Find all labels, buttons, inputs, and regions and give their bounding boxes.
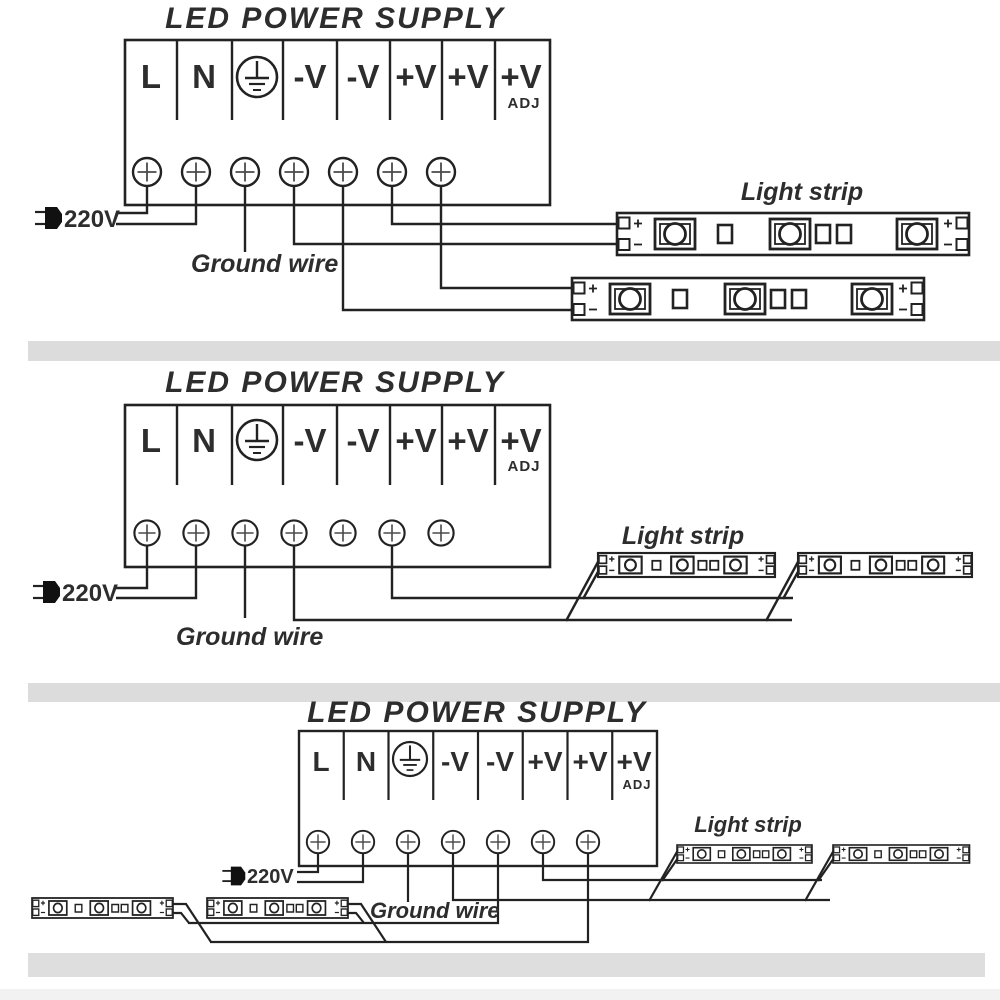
psu-terminal-box	[123, 38, 552, 207]
psu-terminal-box	[123, 403, 552, 569]
light-strip-label: Light strip	[622, 522, 744, 550]
terminal-label-adj: ADJ	[507, 458, 540, 475]
terminal-label-negv: -V	[294, 58, 327, 95]
terminal-label-posv: +V	[395, 422, 436, 459]
terminal-label-l: L	[141, 422, 161, 459]
terminal-label-posv: +V	[447, 58, 488, 95]
screw-terminals	[131, 156, 457, 188]
wires	[116, 186, 619, 312]
psu-section-2: LED POWER SUPPLY L N -V -V +V +V +V ADJ	[31, 366, 974, 651]
terminal-label-n: N	[192, 58, 216, 95]
terminal-label-posv-adj: +V	[616, 746, 651, 777]
voltage-label: 220V	[247, 866, 294, 888]
terminal-labels: L N -V -V +V +V +V ADJ	[141, 58, 542, 112]
ground-symbol-icon	[235, 418, 279, 462]
terminal-label-posv: +V	[572, 746, 607, 777]
light-strip	[832, 844, 971, 864]
psu-section-1: LED POWER SUPPLY L N -V -V +V +V +V ADJ	[33, 2, 971, 322]
separator-bar	[28, 683, 1000, 702]
psu-section-3: LED POWER SUPPLY L N -V -V +V +V +V ADJ	[31, 696, 971, 944]
terminal-label-posv: +V	[447, 422, 488, 459]
terminal-dividers	[175, 40, 497, 120]
separator-bar	[0, 989, 1000, 1000]
terminal-label-negv: -V	[347, 58, 380, 95]
ground-wire-label: Ground wire	[191, 250, 338, 278]
terminal-label-negv: -V	[486, 746, 514, 777]
terminal-label-n: N	[192, 422, 216, 459]
wires	[173, 849, 835, 944]
light-strip	[615, 211, 971, 257]
light-strip	[31, 897, 174, 919]
power-plug-icon	[33, 205, 64, 231]
light-strip	[596, 551, 777, 579]
light-strip	[206, 897, 349, 919]
psu-terminal-box	[297, 729, 659, 868]
voltage-label: 220V	[64, 206, 120, 233]
terminal-label-negv: -V	[347, 422, 380, 459]
terminal-labels: L N -V -V +V +V +V ADJ	[141, 422, 542, 475]
terminal-label-posv: +V	[395, 58, 436, 95]
ground-symbol-icon	[235, 55, 279, 99]
terminal-label-adj: ADJ	[622, 777, 651, 792]
section-title: LED POWER SUPPLY	[165, 366, 506, 399]
ground-wire-label: Ground wire	[176, 623, 323, 651]
screw-terminals	[133, 519, 455, 547]
terminal-label-posv-adj: +V	[500, 58, 541, 95]
wires	[116, 546, 801, 622]
terminal-label-posv-adj: +V	[500, 422, 541, 459]
terminal-labels: L N -V -V +V +V +V ADJ	[312, 746, 651, 792]
terminal-label-negv: -V	[441, 746, 469, 777]
light-strip-label: Light strip	[741, 178, 863, 206]
ground-wire-label: Ground wire	[370, 898, 500, 923]
separator-bars	[0, 341, 1000, 1000]
separator-bar	[28, 953, 985, 977]
terminal-label-l: L	[312, 746, 329, 777]
terminal-label-n: N	[356, 746, 376, 777]
section-title: LED POWER SUPPLY	[307, 696, 648, 729]
power-plug-icon	[221, 865, 247, 887]
terminal-dividers	[342, 731, 614, 800]
light-strip-label: Light strip	[694, 812, 802, 837]
light-strip	[676, 844, 813, 864]
light-strip	[796, 551, 974, 579]
ground-symbol-icon	[391, 740, 429, 778]
screw-terminals	[305, 829, 601, 855]
terminal-label-adj: ADJ	[507, 95, 540, 112]
light-strip	[570, 276, 926, 322]
terminal-label-l: L	[141, 58, 161, 95]
terminal-label-negv: -V	[294, 422, 327, 459]
terminal-label-posv: +V	[527, 746, 562, 777]
voltage-label: 220V	[62, 580, 118, 607]
section-title: LED POWER SUPPLY	[165, 2, 506, 35]
terminal-dividers	[175, 405, 497, 485]
power-plug-icon	[31, 579, 62, 605]
separator-bar	[28, 341, 1000, 361]
